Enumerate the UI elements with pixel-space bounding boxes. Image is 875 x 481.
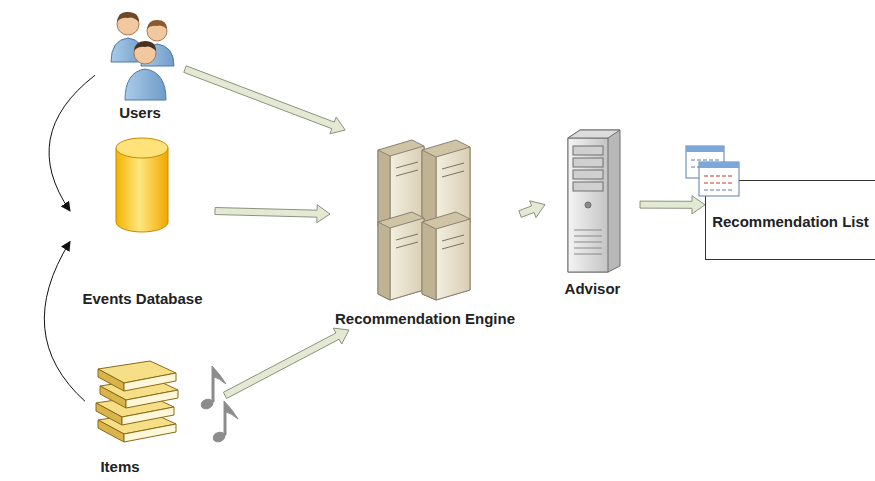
user-group: Users bbox=[95, 2, 185, 124]
advisor-server-icon bbox=[568, 130, 620, 272]
curved-arrow bbox=[44, 242, 85, 402]
item-collection: Items bbox=[85, 360, 225, 478]
node-label: Users bbox=[119, 103, 161, 122]
list-window-icon bbox=[686, 146, 739, 196]
node-label: Items bbox=[100, 457, 139, 476]
block-arrow bbox=[640, 196, 705, 214]
block-arrow bbox=[519, 201, 545, 218]
database: Events Database bbox=[70, 130, 215, 310]
node-label: Recommendation List bbox=[712, 212, 869, 231]
block-arrow bbox=[223, 328, 349, 398]
server-cluster-icon bbox=[378, 140, 470, 300]
node-label: Recommendation Engine bbox=[335, 309, 515, 328]
database-icon bbox=[116, 138, 168, 232]
music-notes bbox=[200, 366, 238, 443]
advisor-server: Advisor bbox=[545, 120, 640, 300]
node-label: Events Database bbox=[82, 289, 202, 308]
block-arrow bbox=[184, 66, 345, 134]
node-label: Advisor bbox=[565, 279, 621, 298]
curved-arrow bbox=[49, 75, 95, 211]
block-arrow bbox=[215, 205, 330, 223]
recommendation-list: Recommendation List bbox=[705, 180, 875, 260]
users-icon bbox=[111, 12, 174, 100]
books-icon bbox=[96, 361, 178, 442]
recommendation-engine: Recommendation Engine bbox=[330, 130, 520, 330]
